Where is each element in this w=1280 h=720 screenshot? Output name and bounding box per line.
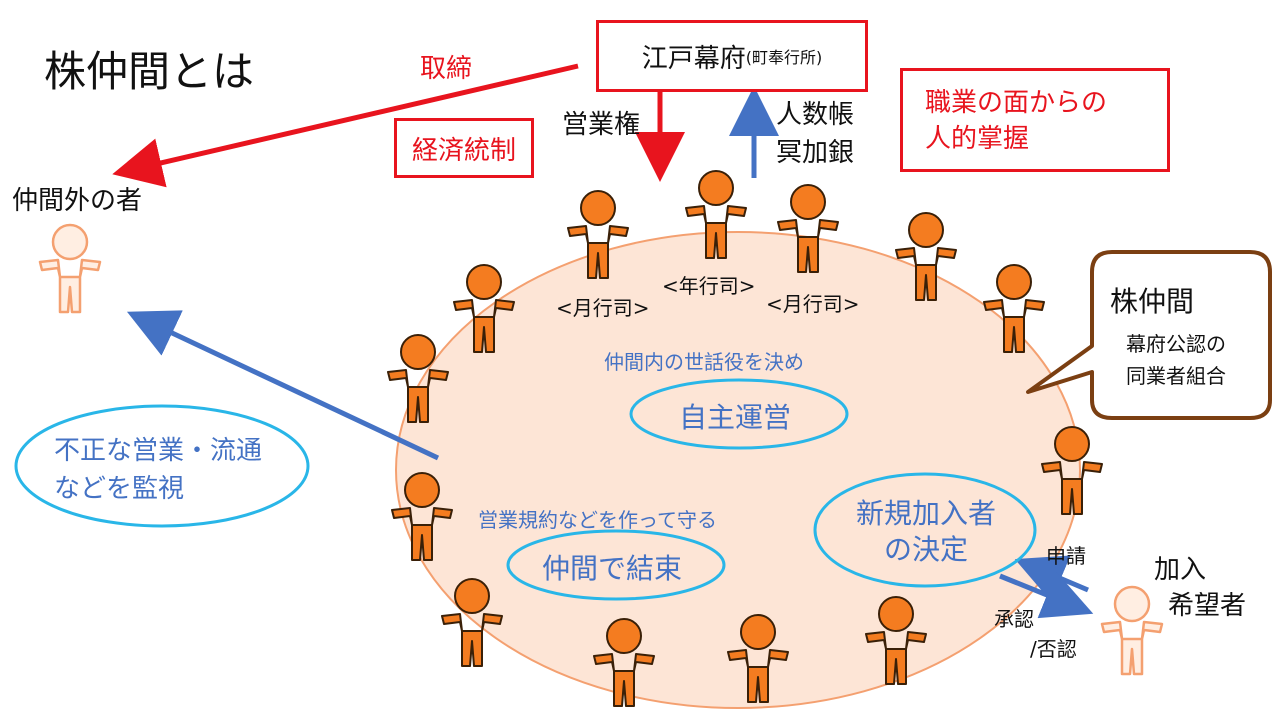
self-governance-oval [629,378,849,450]
guild-callout [1026,250,1272,420]
callout-description: 幕府公認の 同業者組合 [1126,328,1226,392]
economic-control-box: 経済統制 [394,118,534,178]
month-steward-right-label: <月行司> [766,292,860,316]
guild-circle [395,231,1081,709]
census-line2: 冥加銀 [776,138,855,168]
applicant-line2: 希望者 [1168,591,1247,621]
applicant-label: 加入 希望者 [1148,552,1246,624]
shogunate-office: (町奉行所) [745,48,823,67]
approve-label: 承認 /否認 [994,604,1077,664]
apply-label: 申請 [1046,544,1086,568]
unity-oval [506,529,726,601]
applicant-line1: 加入 [1154,555,1207,585]
business-rules-label: 営業規約などを作って守る [478,508,717,532]
monitoring-line1: 不正な営業・流通 [54,436,263,466]
self-governance-label: 自主運営 [679,401,792,434]
new-member-oval [813,472,1037,588]
outsider-label: 仲間外の者 [12,186,143,216]
choose-caretakers-label: 仲間内の世話役を決め [604,350,804,374]
approve-arrow [999,571,1094,619]
business-rights-label: 営業権 [562,110,641,140]
monitoring-line2: などを監視 [54,474,185,504]
census-line1: 人数帳 [776,100,855,130]
callout-desc-line2: 同業者組合 [1126,364,1226,388]
callout-desc-line1: 幕府公認の [1126,332,1226,356]
outsider-person-icon [38,223,102,314]
unity-label: 仲間で結束 [542,552,683,585]
personnel-grasp-box: 職業の面からの 人的掌握 [900,68,1170,172]
personnel-grasp-line2: 人的掌握 [925,124,1030,154]
page-title: 株仲間とは [44,47,255,96]
year-steward-label: <年行司> [662,274,756,298]
callout-title: 株仲間 [1110,285,1195,318]
monitoring-oval [14,404,310,528]
monitor-arrow [126,310,440,461]
shogunate-box: 江戸幕府 (町奉行所) [596,20,868,92]
approve-line1: 承認 [994,607,1034,631]
personnel-grasp-line1: 職業の面からの [925,88,1108,118]
new-member-line1: 新規加入者 [855,497,996,530]
census-label: 人数帳 冥加銀 [776,96,854,172]
new-member-line2: の決定 [883,533,968,566]
month-steward-left-label: <月行司> [556,296,650,320]
regulation-arrow [112,63,579,188]
economic-control-label: 経済統制 [411,135,516,166]
approve-line2: /否認 [1030,637,1077,661]
shogunate-name: 江戸幕府 [641,43,746,74]
regulation-label: 取締 [420,54,473,84]
monitoring-label: 不正な営業・流通 などを監視 [54,432,262,508]
new-member-label: 新規加入者 の決定 [848,496,1004,568]
